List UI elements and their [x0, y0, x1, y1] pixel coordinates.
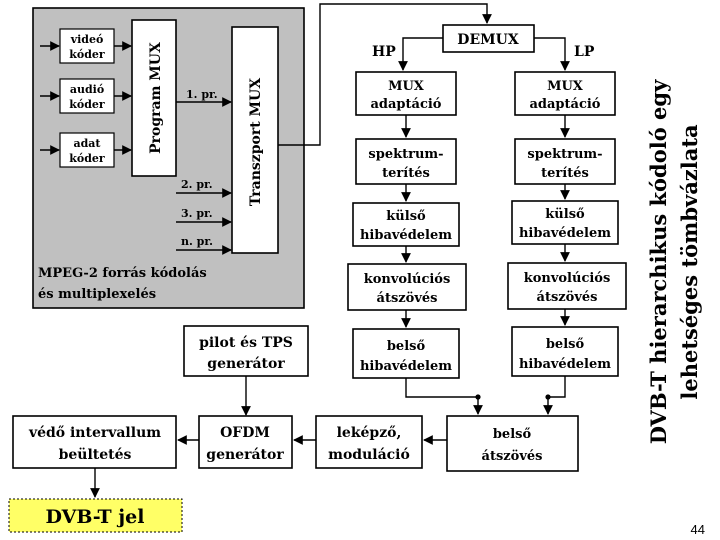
program-mux-label: Program MUX	[148, 42, 164, 154]
program-1-label: 1. pr.	[186, 88, 218, 101]
lp-outer-protection-box	[511, 200, 619, 245]
lp-spreading-line2: terítés	[541, 166, 589, 181]
title-line1: DVB-T hierarchikus kódoló egy	[646, 79, 671, 444]
video-encoder-line1: videó	[70, 33, 104, 46]
program-mux-box	[131, 19, 177, 177]
guard-interval-line2: beültetés	[59, 447, 132, 463]
demux-box	[442, 24, 535, 53]
hp-mux-adaptation-line1: MUX	[388, 79, 425, 94]
tmux-to-demux-line	[278, 3, 492, 146]
hp-spreading-line1: spektrum-	[368, 147, 443, 162]
video-encoder-line2: kóder	[69, 48, 105, 61]
program-2-label: 2. pr.	[181, 178, 213, 191]
mapper-line1: leképző,	[337, 425, 402, 441]
hp-inner-protection-box	[352, 328, 460, 379]
lp-conv-interleave-box	[507, 262, 627, 310]
hp-chain: MUX adaptáció spektrum- terítés külső hi…	[347, 71, 467, 379]
mapper-line2: moduláció	[328, 447, 410, 463]
mapper-box	[315, 415, 423, 469]
pilot-tps-line1: pilot és TPS	[199, 335, 293, 351]
program-3-label: 3. pr.	[181, 207, 213, 220]
transport-mux-box	[231, 26, 279, 254]
data-encoder-line2: kóder	[69, 152, 105, 165]
lp-outer-protection-line2: hibavédelem	[519, 226, 611, 241]
lp-spreading-line1: spektrum-	[527, 147, 602, 162]
guard-interval-box	[12, 415, 177, 469]
lp-conv-interleave-line1: konvolúciós	[524, 271, 611, 286]
ofdm-generator-line2: generátor	[206, 447, 284, 463]
lp-mux-adaptation-line1: MUX	[547, 79, 584, 94]
audio-encoder-line2: kóder	[69, 98, 105, 111]
hp-junction-dot	[475, 394, 481, 400]
lp-mux-adaptation-line2: adaptáció	[530, 97, 601, 112]
hp-conv-interleave-line1: konvolúciós	[364, 272, 451, 287]
inner-interleave-line1: belső	[493, 427, 532, 442]
hp-mux-adaptation-line2: adaptáció	[371, 97, 442, 112]
title-line2: lehetséges tömbvázlata	[677, 124, 702, 400]
hp-label: HP	[372, 44, 396, 60]
lp-junction-dot	[545, 394, 551, 400]
ofdm-generator-line1: OFDM	[220, 425, 270, 441]
pilot-tps-line2: generátor	[207, 356, 285, 372]
page-number: 44	[691, 522, 705, 537]
lp-spreading-box	[514, 138, 616, 185]
lp-inner-protection-line1: belső	[546, 337, 585, 352]
hp-mux-adaptation-box	[355, 71, 457, 116]
audio-encoder-line1: audió	[70, 83, 104, 96]
output-signal-box	[8, 498, 183, 533]
lp-conv-interleave-line2: átszövés	[537, 290, 598, 305]
lp-label: LP	[574, 44, 595, 60]
lp-to-interleave-line	[543, 376, 566, 415]
inner-interleave-box	[446, 415, 579, 472]
output-signal-label: DVB-T jel	[46, 506, 145, 528]
video-encoder-box	[59, 28, 115, 64]
hp-conv-interleave-line2: átszövés	[377, 291, 438, 306]
ofdm-generator-box	[198, 415, 293, 469]
hp-outer-protection-line1: külső	[386, 209, 426, 224]
hp-inner-protection-line1: belső	[387, 339, 426, 354]
transport-mux-label: Transzport MUX	[248, 78, 264, 206]
pilot-tps-box	[183, 325, 309, 377]
source-caption-line2: és multiplexelés	[38, 287, 156, 302]
hp-outer-protection-line2: hibavédelem	[360, 228, 452, 243]
source-section: MPEG-2 forrás kódolás és multiplexelés v…	[32, 7, 305, 309]
lp-inner-protection-box	[511, 326, 619, 377]
demux-to-hp-line	[398, 37, 443, 71]
guard-interval-line1: védő intervallum	[28, 425, 161, 441]
data-encoder-line1: adat	[73, 137, 101, 150]
hp-inner-protection-line2: hibavédelem	[360, 359, 452, 374]
demux-to-lp-line	[534, 37, 570, 71]
source-caption-line1: MPEG-2 forrás kódolás	[38, 266, 207, 281]
hp-conv-interleave-box	[347, 263, 467, 311]
hp-spreading-box	[355, 138, 457, 185]
lp-outer-protection-line1: külső	[545, 207, 585, 222]
inner-interleave-line2: átszövés	[482, 449, 543, 464]
lp-inner-protection-line2: hibavédelem	[519, 357, 611, 372]
program-n-label: n. pr.	[181, 235, 213, 248]
lp-chain: MUX adaptáció spektrum- terítés külső hi…	[507, 71, 627, 377]
hp-to-interleave-line	[405, 378, 483, 415]
demux-label: DEMUX	[457, 32, 519, 48]
audio-encoder-box	[59, 78, 115, 114]
hp-spreading-line2: terítés	[382, 166, 430, 181]
